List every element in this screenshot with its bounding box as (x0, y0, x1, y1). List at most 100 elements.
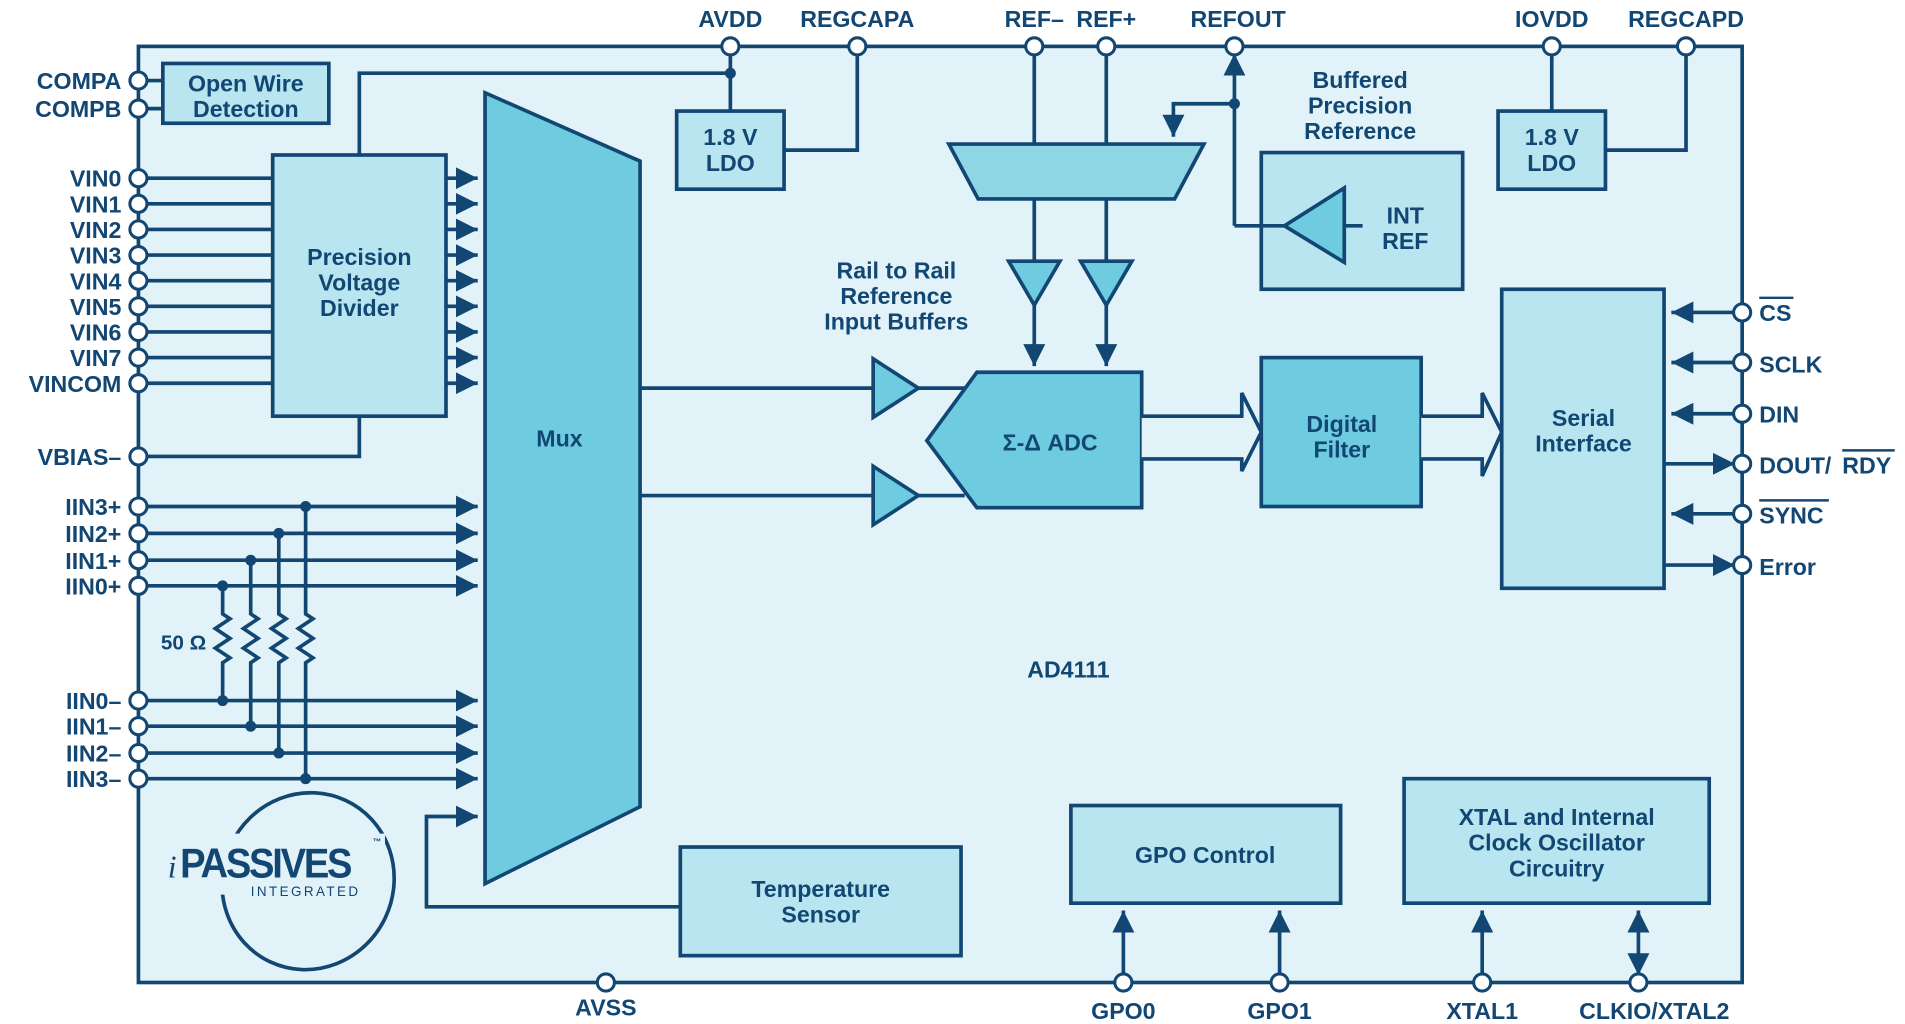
pin-compb[interactable] (128, 98, 149, 119)
input-buffer-positive (871, 355, 922, 421)
pin-iin-minus[interactable] (128, 690, 149, 711)
pin-vin2[interactable] (128, 219, 149, 240)
pin-vin3[interactable] (128, 245, 149, 266)
pin-iin-plus[interactable] (128, 550, 149, 571)
pin-sync[interactable] (1732, 503, 1753, 524)
ref-buffer-minus (1005, 259, 1064, 309)
junction-dot (300, 773, 312, 785)
pin-label-gpo1: GPO1 (1247, 998, 1312, 1024)
pin-label-vin6: VIN6 (70, 320, 122, 346)
pin-vin0[interactable] (128, 168, 149, 189)
pin-compa[interactable] (128, 70, 149, 91)
pin-ref-minus[interactable] (1024, 36, 1045, 57)
wire-regcapd (1605, 46, 1688, 152)
pin-label-vin7: VIN7 (70, 345, 122, 371)
pin-label-vin4: VIN4 (70, 268, 122, 294)
pin-vin7[interactable] (128, 347, 149, 368)
open-wire-detection-block (161, 61, 331, 126)
pin-din[interactable] (1732, 403, 1753, 424)
pin-label-iin-minus: IIN3– (66, 766, 121, 792)
pin-vbias[interactable] (128, 446, 149, 467)
pin-label-iin-plus: IIN0+ (65, 573, 121, 599)
part-number: AD4111 (1027, 656, 1110, 682)
ipassives-logo: i PASSIVES ™ INTEGRATED (165, 790, 397, 972)
pin-label-iin-minus: IIN2– (66, 741, 121, 767)
pin-error[interactable] (1732, 555, 1753, 576)
pin-iin-minus[interactable] (128, 742, 149, 764)
filter-label-line1: Digital (1306, 411, 1377, 437)
pin-iovdd[interactable] (1541, 36, 1562, 57)
pin-clkio-xtal2[interactable] (1628, 972, 1649, 993)
temperature-sensor-block (678, 845, 963, 958)
pin-cs[interactable] (1732, 302, 1753, 323)
iin-pins: IIN3+IIN2+IIN1+IIN0+IIN0–IIN1–IIN2–IIN3– (65, 494, 478, 792)
pin-gpo0[interactable] (1113, 972, 1134, 993)
buffered-ref-caption-line2: Precision (1308, 93, 1412, 119)
wire-mux-out (640, 386, 874, 498)
logo-backdrop (165, 833, 385, 895)
pin-iin-plus[interactable] (128, 496, 149, 517)
pin-vin5[interactable] (128, 296, 149, 317)
ldo-d-label-line2: LDO (1527, 150, 1576, 176)
serial-interface-block (1499, 287, 1666, 591)
pin-iin-plus[interactable] (128, 575, 149, 596)
pin-vin1[interactable] (128, 193, 149, 214)
junction-dot (300, 501, 312, 512)
pin-label-iin-plus: IIN3+ (65, 494, 121, 520)
pin-label-vbias: VBIAS– (38, 444, 122, 470)
xtal-oscillator-block (1402, 776, 1712, 906)
pin-gpo1[interactable] (1269, 972, 1290, 993)
pin-avss[interactable] (595, 972, 616, 993)
mux-label: Mux (536, 426, 582, 452)
pin-label-iin-minus: IIN1– (66, 714, 121, 740)
pin-sclk[interactable] (1732, 352, 1753, 373)
logo-subtitle: INTEGRATED (251, 884, 361, 899)
junction-dot (1228, 98, 1240, 110)
pin-dout-rdy[interactable] (1732, 453, 1753, 474)
junction-dot (273, 747, 285, 759)
resistor-50-ohm (240, 560, 262, 727)
temp-label-line1: Temperature (751, 876, 890, 902)
pin-iin-plus[interactable] (128, 523, 149, 544)
pin-label-vin0: VIN0 (70, 166, 122, 192)
pin-vin4[interactable] (128, 270, 149, 291)
open-wire-label-line2: Detection (193, 96, 299, 122)
resistor-50-ohm (295, 506, 317, 779)
ldo-a-label-line2: LDO (706, 150, 755, 176)
pin-xtal1[interactable] (1472, 972, 1493, 993)
junction-dot (245, 554, 257, 566)
pin-refout[interactable] (1224, 36, 1245, 57)
divider-label-line3: Divider (320, 295, 399, 321)
reference-select-mux (945, 142, 1207, 201)
ref-buffer-plus (1077, 259, 1136, 309)
pin-label-vincom: VINCOM (29, 371, 122, 397)
ref-buffers-caption-line3: Input Buffers (824, 309, 968, 335)
xtal-label-line1: XTAL and Internal (1459, 804, 1655, 830)
int-ref-label-line1: INT (1387, 202, 1424, 228)
input-buffer-negative (871, 462, 922, 529)
pin-label-error: Error (1759, 554, 1816, 580)
pin-avdd[interactable] (720, 36, 741, 57)
ldo-a-label-line1: 1.8 V (703, 124, 758, 150)
ref-buffers-caption-line1: Rail to Rail (836, 257, 956, 283)
pin-iin-minus[interactable] (128, 768, 149, 789)
adc-label: Σ-Δ ADC (1003, 429, 1098, 455)
junction-dot (217, 580, 229, 592)
int-ref-label-line2: REF (1382, 228, 1428, 254)
pin-label-avdd: AVDD (698, 6, 762, 32)
pin-ref-plus[interactable] (1096, 36, 1117, 57)
pin-label-ref-minus: REF– (1005, 6, 1064, 32)
gpo-control-block (1069, 803, 1343, 906)
pin-vin6[interactable] (128, 321, 149, 343)
buffered-ref-caption-line3: Reference (1304, 118, 1416, 144)
pin-regcapd[interactable] (1675, 36, 1697, 57)
xtal-label-line2: Clock Oscillator (1468, 830, 1644, 856)
pin-label-ref-plus: REF+ (1076, 6, 1136, 32)
pin-label-refout: REFOUT (1190, 6, 1285, 32)
pin-vincom[interactable] (128, 373, 149, 394)
logo-prefix: i (168, 850, 177, 885)
pin-regcapa[interactable] (847, 36, 868, 57)
pin-iin-minus[interactable] (128, 716, 149, 737)
temp-label-line2: Sensor (781, 902, 860, 928)
